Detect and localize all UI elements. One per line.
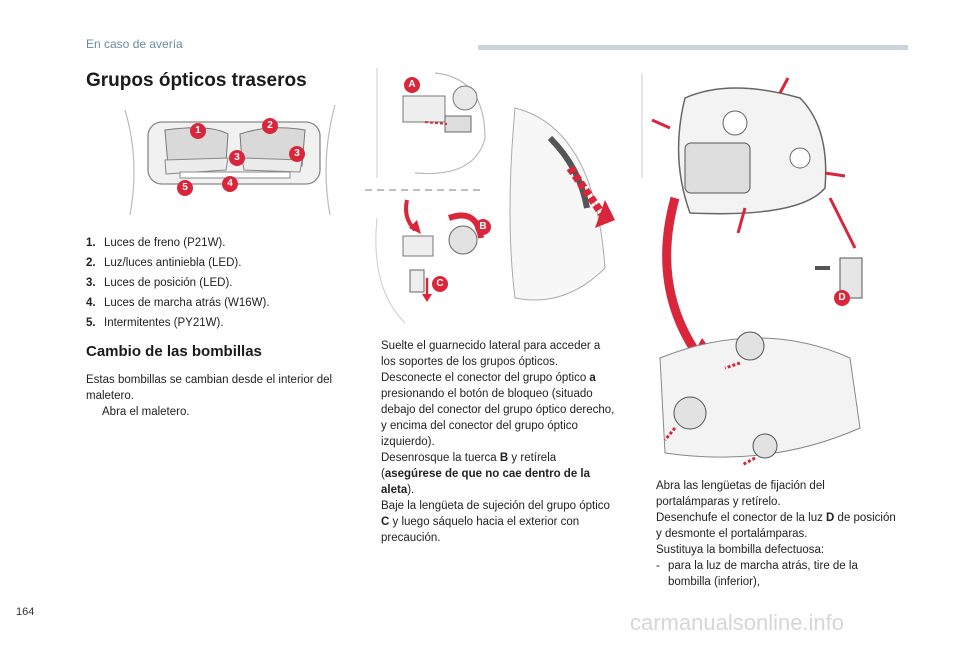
checkbox-bullet-icon: [365, 498, 381, 546]
step-item: Desenrosque la tuerca B y retírela (aseg…: [365, 450, 615, 498]
step-item: Desenchufe el conector de la luz D de po…: [640, 510, 900, 542]
step-item: Suelte el guarnecido lateral para accede…: [365, 338, 615, 370]
step-item: Baje la lengüeta de sujeción del grupo ó…: [365, 498, 615, 546]
page-title: Grupos ópticos traseros: [86, 70, 307, 91]
lamp-list: 1.Luces de freno (P21W). 2.Luz/luces ant…: [86, 233, 336, 333]
checkbox-bullet-icon: [640, 510, 656, 542]
list-item: 1.Luces de freno (P21W).: [86, 237, 226, 249]
steps-middle: Suelte el guarnecido lateral para accede…: [365, 338, 615, 546]
watermark: carmanualsonline.info: [630, 610, 845, 635]
checkbox-bullet-icon: [365, 338, 381, 370]
lamp-holder-diagram: [641, 73, 863, 467]
step-item: Abra las lengüetas de fijación del porta…: [640, 478, 900, 510]
list-item: 2.Luz/luces antiniebla (LED).: [86, 257, 242, 269]
checkbox-bullet-icon: [640, 478, 656, 510]
lamp-label-3-left: 3: [229, 150, 245, 166]
checkbox-bullet-icon: [86, 404, 102, 420]
label-c: C: [432, 276, 448, 292]
list-item: 4.Luces de marcha atrás (W16W).: [86, 297, 270, 309]
step-open-trunk: Abra el maletero.: [86, 404, 336, 420]
steps-right: Abra las lengüetas de fijación del porta…: [640, 478, 900, 590]
lamp-label-2: 2: [262, 118, 278, 134]
page-number: 164: [16, 606, 35, 618]
step-item: Desconecte el conector del grupo óptico …: [365, 370, 615, 450]
lamp-label-5: 5: [177, 180, 193, 196]
label-a: A: [404, 77, 420, 93]
lamp-label-4: 4: [222, 176, 238, 192]
lamp-label-1: 1: [190, 123, 206, 139]
checkbox-bullet-icon: [640, 542, 656, 558]
checkbox-bullet-icon: [365, 450, 381, 498]
list-item: 3.Luces de posición (LED).: [86, 277, 233, 289]
section-header: En caso de avería: [86, 37, 183, 51]
step-item: Sustituya la bombilla defectuosa:: [640, 542, 900, 558]
label-b: B: [475, 219, 491, 235]
section-subtitle: Cambio de las bombillas: [86, 343, 262, 360]
sub-step-item: -para la luz de marcha atrás, tire de la…: [656, 560, 858, 588]
header-bar: [478, 45, 908, 50]
intro-text: Estas bombillas se cambian desde el inte…: [86, 372, 336, 420]
checkbox-bullet-icon: [365, 370, 381, 450]
list-item: 5.Intermitentes (PY21W).: [86, 317, 224, 329]
connector-removal-diagram: [365, 68, 615, 324]
lamp-label-3-right: 3: [289, 146, 305, 162]
label-d: D: [834, 290, 850, 306]
